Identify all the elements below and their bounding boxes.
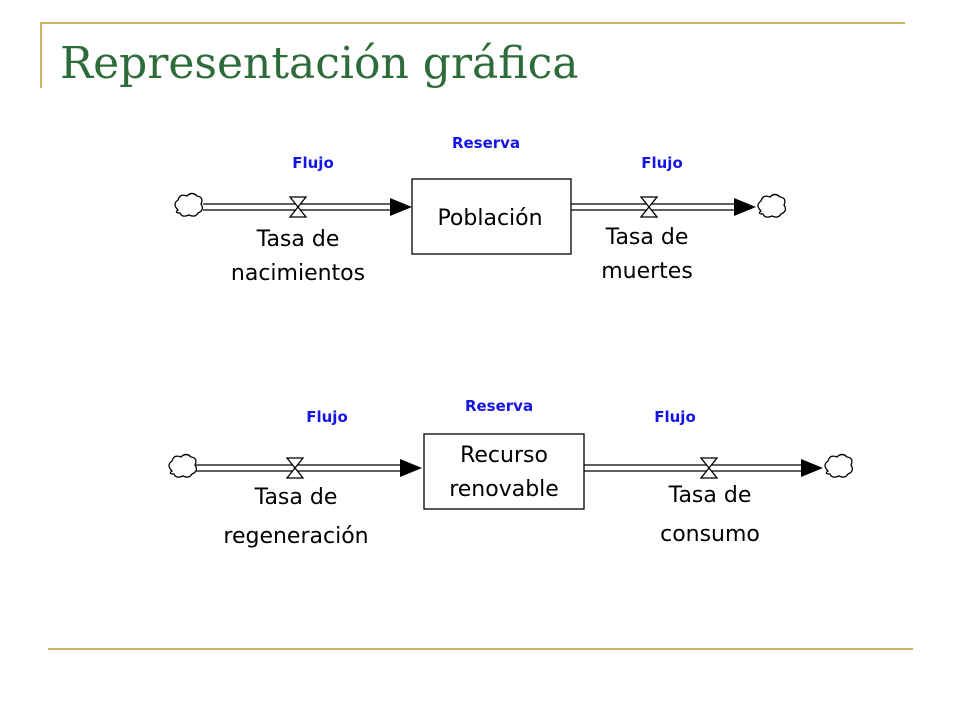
inflow-arrowhead-icon <box>400 459 422 477</box>
outflow-pipe <box>584 459 823 477</box>
top-rule <box>40 22 905 24</box>
slide-title: Representación gráfica <box>60 38 579 89</box>
outflow-arrowhead-icon <box>801 459 823 477</box>
outflow-arrowhead-icon <box>734 198 756 216</box>
outflow-rate-label-line1: Tasa de <box>668 483 752 508</box>
bottom-rule <box>48 648 913 650</box>
inflow-flow-label: Flujo <box>306 408 348 426</box>
source-cloud-icon <box>168 453 198 478</box>
stock-box <box>411 178 572 255</box>
stock-box <box>423 433 585 510</box>
stock-name-label-line1: Recurso <box>460 443 548 468</box>
sink-cloud-icon <box>824 453 854 478</box>
outflow-pipe <box>571 198 756 216</box>
inflow-pipe <box>203 198 412 216</box>
stock-tag-label: Reserva <box>452 134 520 152</box>
inflow-pipe <box>196 459 422 477</box>
outflow-flow-label: Flujo <box>654 408 696 426</box>
source-cloud-icon <box>174 192 204 217</box>
inflow-rate-label-line2: nacimientos <box>231 261 365 286</box>
inflow-valve-icon <box>285 457 305 479</box>
left-rule <box>40 22 42 88</box>
inflow-valve-icon <box>288 196 308 218</box>
outflow-valve-icon <box>699 457 719 479</box>
outflow-valve-icon <box>639 196 659 218</box>
outflow-rate-label-line2: consumo <box>660 522 760 547</box>
outflow-rate-label-line1: Tasa de <box>605 225 689 250</box>
diagram-renewable-resource: Flujo Tasa de regeneración Reserva Recur… <box>168 397 854 549</box>
inflow-flow-label: Flujo <box>292 154 334 172</box>
stock-name-label-line2: renovable <box>449 477 559 502</box>
inflow-rate-label-line1: Tasa de <box>256 227 340 252</box>
inflow-arrowhead-icon <box>390 198 412 216</box>
stock-tag-label: Reserva <box>465 397 533 415</box>
sink-cloud-icon <box>757 193 787 218</box>
inflow-rate-label-line1: Tasa de <box>254 485 338 510</box>
stock-name-label: Población <box>437 206 542 231</box>
inflow-rate-label-line2: regeneración <box>223 524 368 549</box>
outflow-rate-label-line2: muertes <box>601 259 693 284</box>
diagram-population: Flujo Tasa de nacimientos Reserva Poblac… <box>174 134 787 286</box>
outflow-flow-label: Flujo <box>641 154 683 172</box>
